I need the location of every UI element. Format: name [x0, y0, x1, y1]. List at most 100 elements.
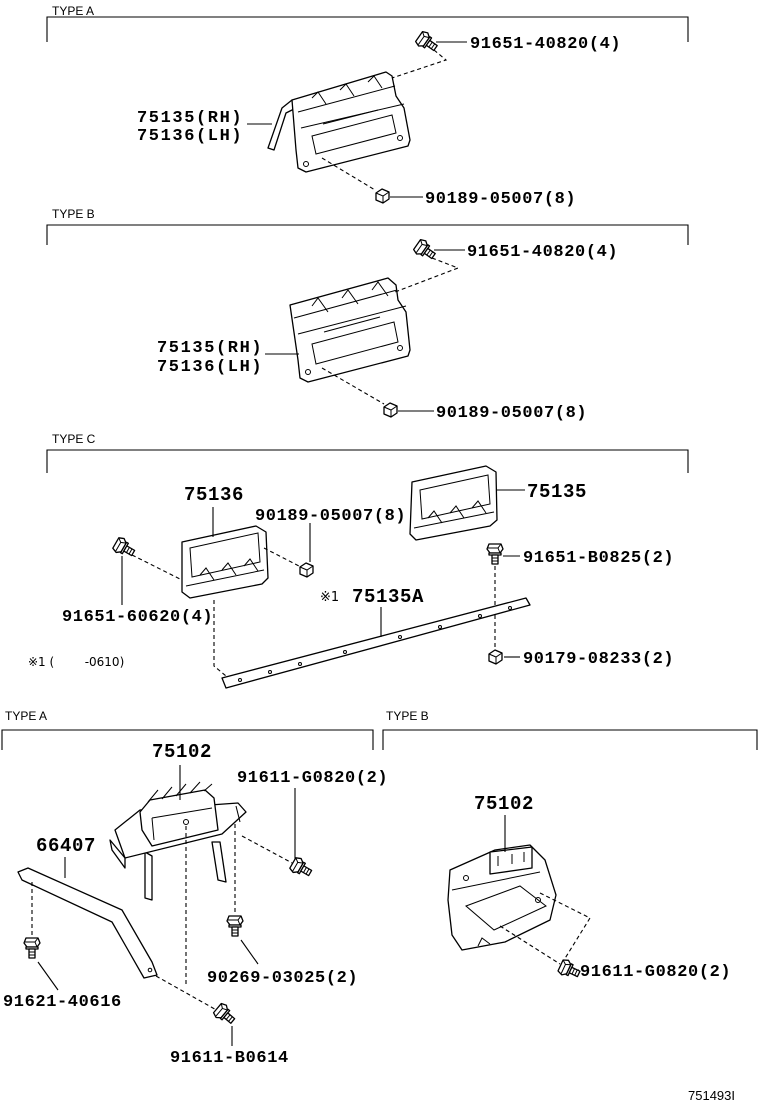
lower-type-b-section: TYPE B 75102 91611-G0820(2) [382, 709, 758, 982]
screw-icon [226, 915, 244, 937]
mounting-bracket-part [447, 844, 557, 951]
bolt-dashed-line [391, 49, 448, 79]
bolt-icon [288, 855, 315, 881]
nut-right-part-number: 90179-08233(2) [523, 650, 674, 669]
nut-icon [375, 188, 390, 204]
bracket-raised-tab [489, 846, 533, 875]
section-bracket-line [46, 224, 689, 245]
plate-outline [409, 465, 498, 541]
bottom-bolt-part-number: 91611-B0614 [170, 1049, 289, 1068]
license-plate-bracket-part [267, 71, 411, 173]
bolt-part-number: 91651-40820(4) [467, 243, 618, 262]
part-number-lh: 75136(LH) [157, 358, 263, 377]
plate-outline [181, 525, 269, 599]
footnote: ※1 ( -0610) [28, 655, 124, 669]
section-label: TYPE C [52, 432, 96, 446]
bolt-right-part-number: 91651-B0825(2) [523, 549, 674, 568]
nut-dashed-line [321, 157, 376, 191]
reinforcement-strip-part [221, 597, 531, 689]
plate-opening [419, 474, 491, 520]
diagram-code: 751493I [688, 1088, 735, 1103]
stay-outline [17, 867, 158, 979]
stay-hole [147, 967, 153, 973]
bracket-tab-ribs [497, 852, 525, 866]
bolt-part-number: 91651-40820(4) [470, 35, 621, 54]
section-label: TYPE A [5, 709, 47, 723]
bracket-left-flange [109, 839, 126, 869]
strip-holes [238, 606, 512, 682]
plate-flange-line [413, 511, 495, 529]
plate-flange-line [185, 569, 265, 587]
clip-dashed-line [263, 547, 300, 567]
nut-icon [383, 402, 398, 418]
bracket-opening [311, 321, 399, 365]
upper-type-b-section: TYPE B 75135(RH) 75136(LH) 91651-40820(4… [46, 207, 689, 423]
bracket-bolt-part-number: 91611-G0820(2) [237, 769, 388, 788]
bracket-box-edges [151, 807, 213, 841]
bracket-center-box [139, 789, 219, 847]
nut-dashed-line [321, 367, 385, 405]
bracket-flange-lines [293, 289, 407, 335]
section-bracket-line [46, 449, 689, 473]
bracket-opening [311, 114, 397, 155]
bolt-left-dashed-line [131, 554, 183, 581]
section-label: TYPE A [52, 4, 94, 18]
strip-part-number: 75135A [352, 586, 424, 608]
bolt-icon [23, 937, 41, 959]
strip-dashed-line [213, 600, 227, 677]
bracket-opening [465, 885, 547, 931]
bolt-dashed-line [394, 257, 460, 293]
clip-icon [299, 562, 314, 578]
bolt-icon [111, 535, 138, 561]
bracket-hole [397, 135, 403, 141]
lower-type-a-section: TYPE A 75102 66407 91621-40616 91 [1, 709, 388, 1068]
bolt-icon [211, 1001, 239, 1028]
section-label: TYPE B [52, 207, 95, 221]
bracket-hole [397, 345, 403, 351]
nut-icon [488, 649, 503, 665]
bracket-bolt-dashed-line [241, 835, 295, 865]
bottom-bolt-dashed-line [155, 975, 221, 1013]
section-label: TYPE B [386, 709, 429, 723]
license-plate-bracket-part [289, 277, 411, 383]
stay-part-number: 66407 [36, 835, 96, 857]
bracket-foot [477, 937, 491, 947]
plate-left-part-number: 75136 [184, 484, 244, 506]
stay-bolt-leader-line [37, 961, 59, 991]
bracket-plate [289, 277, 411, 383]
bracket-leg [144, 851, 153, 901]
nut-part-number: 90189-05007(8) [425, 190, 576, 209]
section-bracket-line [382, 729, 758, 750]
strip-outline [221, 597, 531, 689]
left-plate-part [181, 525, 269, 599]
strip-footnote-mark: ※1 [320, 590, 339, 605]
bracket-slot [323, 316, 381, 333]
bracket-hole [183, 819, 189, 825]
stay-bolt-part-number: 91621-40616 [3, 993, 122, 1012]
bracket-part-number: 75102 [474, 793, 534, 815]
bracket-flange-line [451, 871, 541, 891]
bracket-slot [322, 109, 379, 125]
plate-ridges [199, 558, 259, 581]
part-number-lh: 75136(LH) [137, 127, 243, 146]
stay-part [17, 867, 158, 979]
bolt-dashed-line [499, 925, 561, 965]
clip-part-number: 90189-05007(8) [255, 507, 406, 526]
nut-part-number: 90189-05007(8) [436, 404, 587, 423]
part-number-rh: 75135(RH) [157, 339, 263, 358]
bracket-right-tab [235, 805, 241, 823]
bracket-hole [463, 875, 469, 881]
bracket-fins [147, 781, 213, 803]
section-bracket-line [1, 729, 374, 750]
bolt-icon [486, 543, 504, 565]
plate-opening [189, 532, 261, 578]
section-bracket-line [46, 16, 689, 42]
mounting-bracket-part [109, 781, 247, 901]
screw-leader-line [240, 939, 259, 965]
plate-right-part-number: 75135 [527, 481, 587, 503]
bracket-side-tab [267, 99, 295, 151]
bracket-ridges [311, 75, 383, 105]
bracket-leg [211, 841, 227, 883]
bracket-hole [303, 161, 309, 167]
